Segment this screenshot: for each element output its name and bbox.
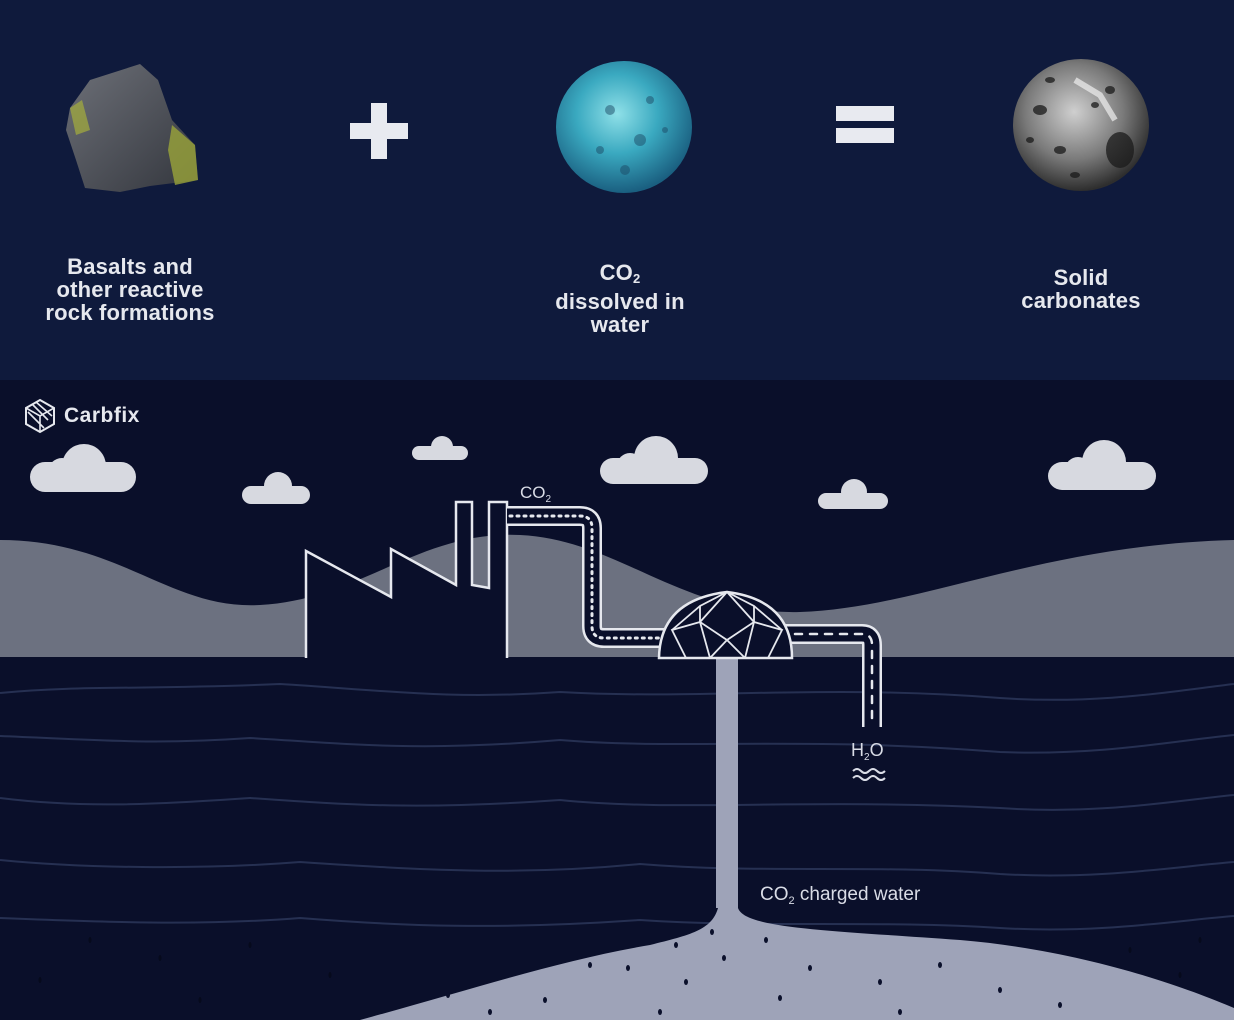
brand-name: Carbfix [64,404,140,427]
cloud-icon [30,444,136,492]
clouds [30,436,1156,509]
cloud-icon [412,436,468,460]
solid-carbonates-image [1013,59,1149,191]
water-waves-icon [852,768,886,781]
cloud-icon [818,479,888,509]
rock-pores [446,929,1062,1015]
rock-grain-dots [38,937,1202,1003]
geodesic-dome-icon [657,590,794,660]
cloud-icon [1048,440,1156,490]
rock-layers [0,682,1234,931]
co2-emission-label: CO2 [520,483,552,505]
cloud-icon [242,472,310,504]
carbfix-logo-icon [25,398,55,434]
equation-graphics [66,59,1149,193]
basalt-rock-image [66,64,198,192]
plus-icon [350,103,408,159]
factory-icon [304,500,509,658]
injection-well [716,658,738,908]
carbonates-label: Solid carbonates [1021,265,1141,313]
co2-pipe [507,506,667,648]
storage-reservoir [360,908,1234,1020]
h2o-label: H2O [851,740,884,763]
h2o-pipe [785,624,882,728]
cloud-icon [600,436,708,484]
co2-water-sphere-image [556,61,692,193]
co2-charged-water-label: CO2 charged water [760,884,921,907]
co2-water-label: CO2 dissolved in water [555,260,685,337]
carbfix-brand: Carbfix [22,398,140,434]
equals-icon [836,106,894,143]
basalt-label: Basalts and other reactive rock formatio… [45,254,215,325]
